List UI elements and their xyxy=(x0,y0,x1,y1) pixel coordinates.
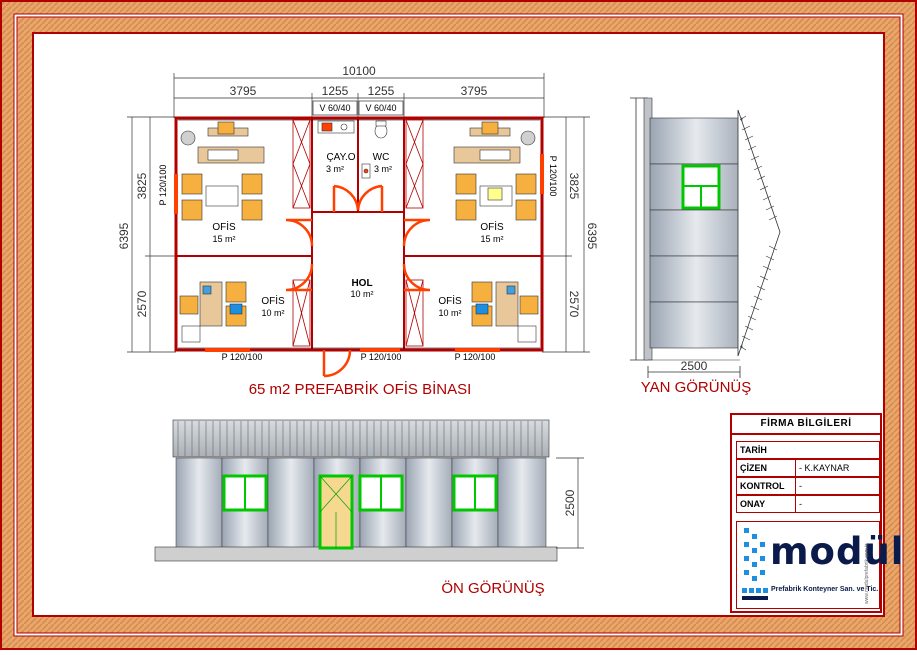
title-block-header: FİRMA BİLGİLERİ xyxy=(732,415,880,435)
room-hol-area: 10 m² xyxy=(350,289,373,299)
company-logo: modül Prefabrik Konteyner San. ve Tic. w… xyxy=(736,521,903,609)
title-row-key: KONTROL xyxy=(740,481,785,491)
dim-height-bottom-right: 2570 xyxy=(567,291,581,318)
dim-seg-right: 3795 xyxy=(461,84,488,98)
window-label-bottom-right: P 120/100 xyxy=(455,352,496,362)
dim-seg-left: 3795 xyxy=(230,84,257,98)
side-view: 2500 YAN GÖRÜNÜŞ xyxy=(630,97,781,396)
dim-height-top-right: 3825 xyxy=(567,173,581,200)
title-row-key: ONAY xyxy=(740,499,766,509)
room-ofis-tl-name: OFİS xyxy=(212,220,236,233)
title-row-key: ÇİZEN xyxy=(740,463,767,473)
title-row-onay: ONAY - xyxy=(736,495,880,513)
plan-wardrobes xyxy=(292,119,424,347)
room-ofis-br-area: 10 m² xyxy=(438,308,461,318)
furniture-office-top-right xyxy=(453,121,537,221)
room-hol-name: HOL xyxy=(351,278,372,289)
room-ofis-br-name: OFİS xyxy=(438,294,462,307)
room-ofis-tl-area: 15 m² xyxy=(212,234,235,244)
front-view-title: ÖN GÖRÜNÜŞ xyxy=(441,579,544,597)
plan-doors xyxy=(174,154,544,378)
logo-subtitle: Prefabrik Konteyner San. ve Tic. xyxy=(771,586,879,593)
room-cay-name: ÇAY.O xyxy=(326,152,355,163)
dim-height-total-right: 6395 xyxy=(585,223,599,250)
title-row-cizen: ÇİZEN - K.KAYNAR xyxy=(736,459,880,477)
dim-height-bottom-left: 2570 xyxy=(135,290,149,317)
front-door xyxy=(318,474,354,550)
room-ofis-tr-area: 15 m² xyxy=(480,234,503,244)
dim-height-top-left: 3825 xyxy=(135,172,149,199)
floor-plan: 10100 3795 1255 1255 3795 V 60/40 V 60/4… xyxy=(117,64,599,398)
vent-label-right: V 60/40 xyxy=(365,103,396,113)
vent-label-left: V 60/40 xyxy=(319,103,350,113)
room-ofis-tr-name: OFİS xyxy=(480,220,504,233)
front-view: 2500 ÖN GÖRÜNÜŞ xyxy=(154,419,584,597)
window-label-left: P 120/100 xyxy=(158,165,168,206)
dim-seg-mid-left: 1255 xyxy=(322,84,349,98)
logo-word: modül xyxy=(770,530,905,573)
title-row-value: - K.KAYNAR xyxy=(799,463,850,473)
plan-side-dimensions xyxy=(127,116,590,353)
title-row-value: - xyxy=(799,499,802,509)
dim-height-total-left: 6395 xyxy=(117,222,131,249)
room-wc-name: WC xyxy=(373,152,390,163)
side-view-title: YAN GÖRÜNÜŞ xyxy=(641,378,752,396)
room-ofis-bl-name: OFİS xyxy=(261,294,285,307)
furniture-office-bottom-right xyxy=(471,281,539,343)
room-wc-area: 3 m² xyxy=(374,164,392,174)
plan-title: 65 m2 PREFABRİK OFİS BİNASI xyxy=(249,380,472,398)
title-row-tarih: TARİH xyxy=(736,441,880,459)
side-width-label: 2500 xyxy=(681,359,708,373)
room-ofis-bl-area: 10 m² xyxy=(261,308,284,318)
dim-seg-mid-right: 1255 xyxy=(368,84,395,98)
title-row-key: TARİH xyxy=(740,445,767,455)
furniture-office-top-left xyxy=(180,121,265,221)
furniture-office-bottom-left xyxy=(179,281,247,343)
window-label-right: P 120/100 xyxy=(548,156,558,197)
plan-top-dimensions xyxy=(173,73,545,118)
title-block: FİRMA BİLGİLERİ TARİH ÇİZEN - K.KAYNAR K… xyxy=(730,413,903,613)
front-windows xyxy=(222,474,498,512)
window-label-bottom-mid: P 120/100 xyxy=(361,352,402,362)
title-row-kontrol: KONTROL - xyxy=(736,477,880,495)
plan-walls xyxy=(174,116,544,352)
window-label-bottom-left: P 120/100 xyxy=(222,352,263,362)
front-height-label: 2500 xyxy=(563,489,577,516)
logo-mark-icon xyxy=(742,528,768,600)
logo-url: www.modulprefabrik.com.tr xyxy=(864,543,870,604)
title-row-value: - xyxy=(799,481,802,491)
room-cay-area: 3 m² xyxy=(326,164,344,174)
dim-total-width: 10100 xyxy=(342,64,376,78)
fixtures-kitchen-wc xyxy=(317,120,388,179)
